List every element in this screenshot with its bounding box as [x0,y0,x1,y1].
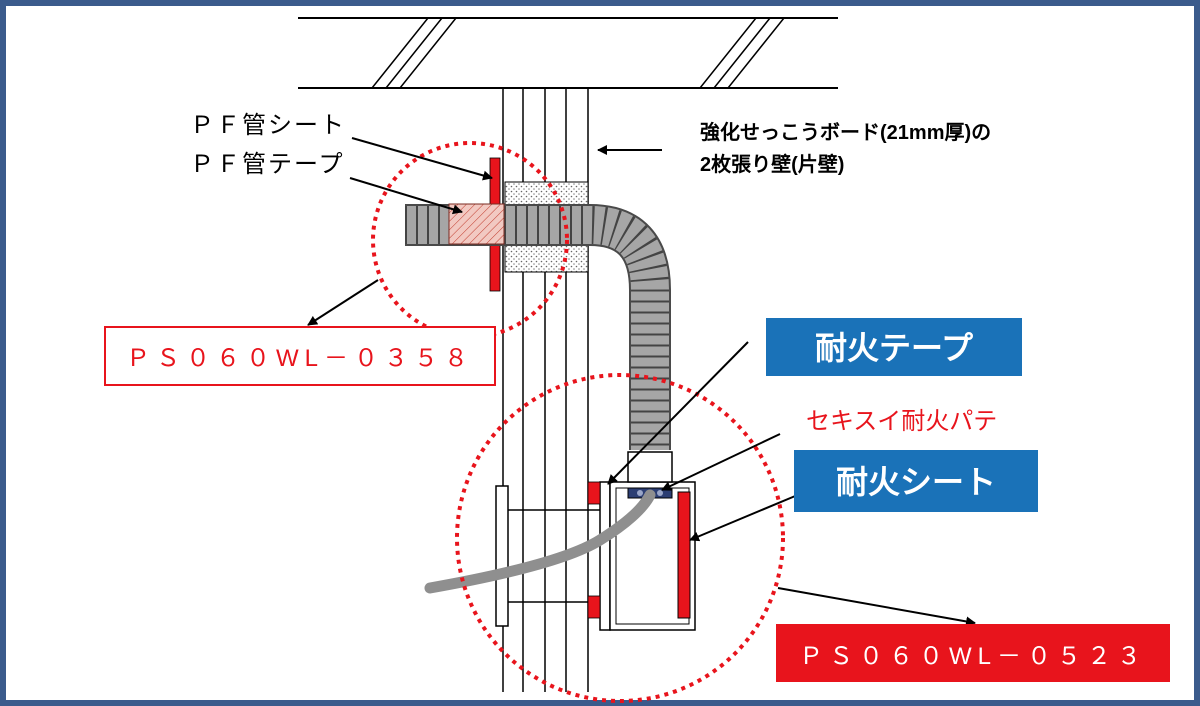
leader-arrows [307,137,976,627]
pf-conduit [405,204,671,450]
upper-detail-circle [371,141,569,339]
fire-sheet-label: 耐火シート [836,464,996,500]
pf-sheet-label: ＰＦ管シート [190,112,346,139]
wall-spec-line2: 2枚張り壁(片壁) [700,152,844,176]
fire-tape-box [766,318,1022,376]
code-box-upper [104,326,496,386]
ceiling-slab [298,17,838,89]
code-lower-text: ＰＳ０６０WL－０５２３ [799,643,1147,670]
code-upper-text: ＰＳ０６０WL－０３５８ [126,345,474,372]
outlet-box-assembly [424,451,696,631]
wall-spec-line1: 強化せっこうボード(21mm厚)の [700,120,991,144]
pf-tape-label: ＰＦ管テープ [190,151,345,178]
fire-tape-label: 耐火テープ [815,330,974,366]
sekisui-putty-label: セキスイ耐火パテ [806,408,997,435]
code-box-lower [776,624,1170,682]
lower-detail-circle [455,373,785,703]
fire-sheet-box [794,450,1038,512]
